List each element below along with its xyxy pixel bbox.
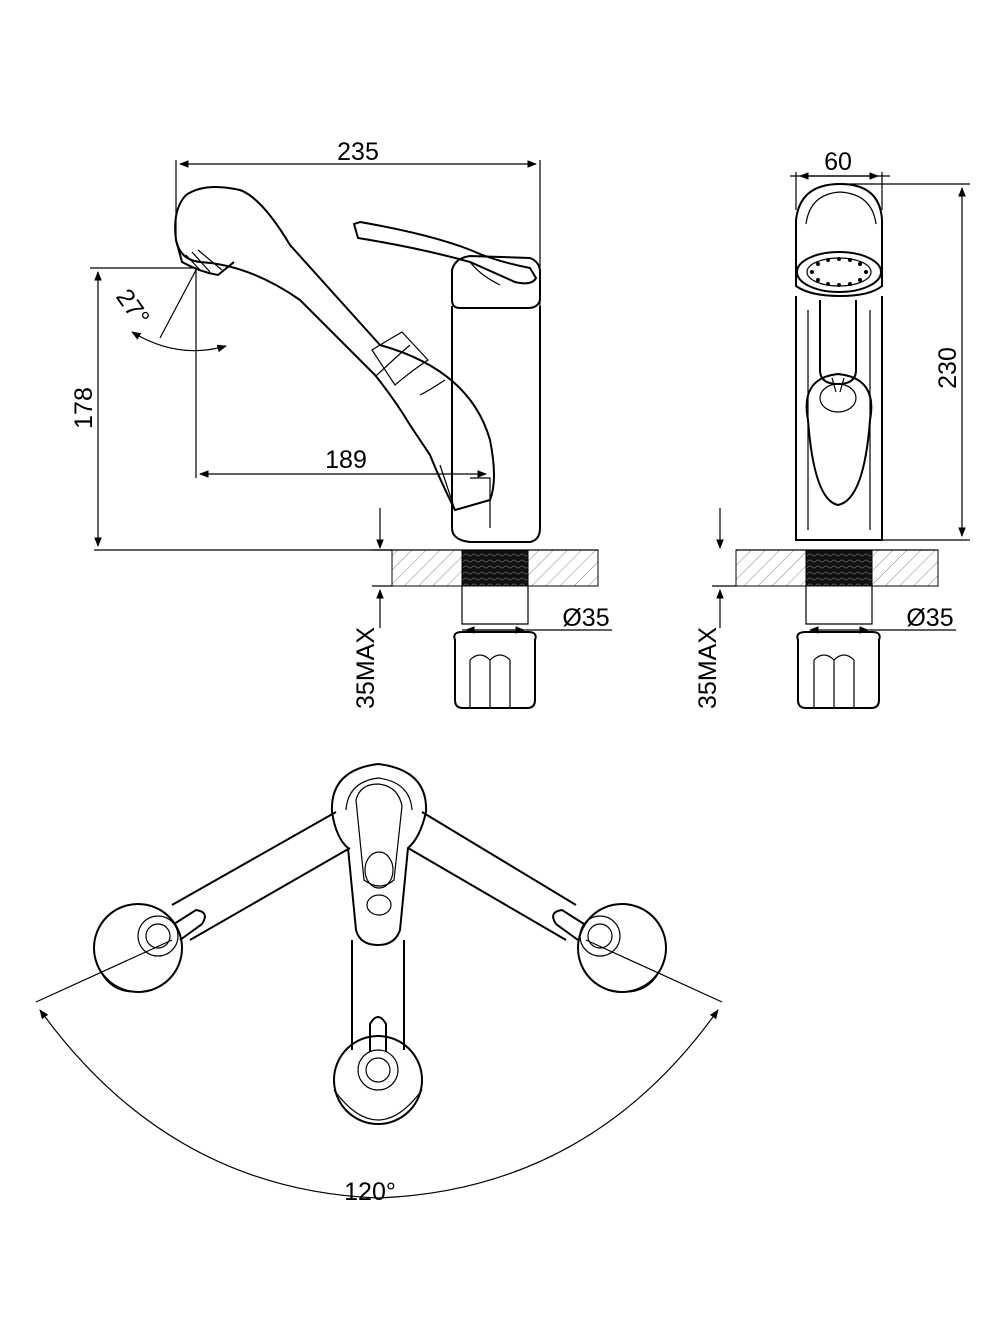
top-view: 120° (35, 762, 723, 1206)
front-body (795, 296, 883, 541)
dim-height-178: 178 (70, 387, 98, 429)
dim-angle-27: 27° (110, 284, 155, 331)
side-thread (461, 549, 529, 587)
side-spout (174, 185, 495, 512)
side-view: 235 178 189 27° 35MAX Ø35 (70, 138, 612, 709)
front-spray-head (795, 182, 883, 298)
side-mounting-nut (453, 631, 537, 709)
swivel-arc (39, 1009, 719, 1199)
side-body-column (451, 306, 541, 543)
dim-max-thickness-front: 35MAX (694, 627, 722, 709)
dim-reach-189: 189 (325, 446, 367, 474)
dim-width-60: 60 (824, 148, 852, 176)
front-aerator (796, 251, 882, 293)
dim-diameter-front: Ø35 (906, 604, 953, 632)
front-view: 60 230 35MAX Ø35 (694, 148, 970, 709)
top-lever-center-position (333, 1035, 423, 1125)
dim-height-230: 230 (934, 347, 962, 389)
front-thread (805, 549, 873, 587)
side-lever-base (451, 254, 541, 309)
front-mounting-nut (796, 631, 881, 709)
top-body (330, 762, 428, 947)
dim-diameter-side: Ø35 (562, 604, 609, 632)
dim-width-235: 235 (337, 138, 379, 166)
dim-swivel-angle: 120° (344, 1178, 396, 1206)
top-lever-left-position (93, 903, 183, 993)
side-lever-handle (352, 220, 538, 285)
front-lever (805, 372, 873, 507)
dim-max-thickness-side: 35MAX (352, 627, 380, 709)
side-spray-head (175, 239, 235, 277)
top-lever-right-position (577, 903, 667, 993)
